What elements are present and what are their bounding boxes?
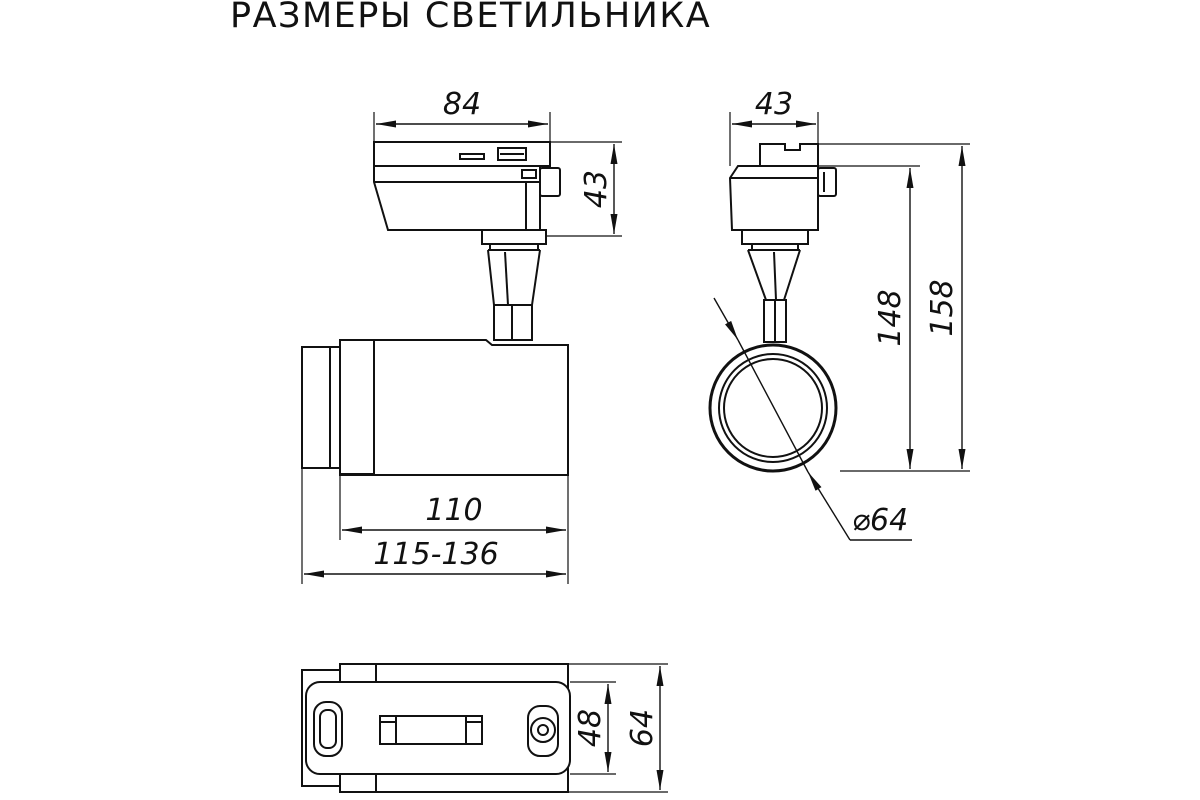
side-knob	[817, 167, 837, 197]
right-slot	[527, 705, 559, 757]
lamp-lens-circle	[723, 358, 823, 458]
adapter-slot-right	[497, 147, 527, 161]
adapter-housing	[373, 166, 541, 231]
dim-158-label: 158	[925, 279, 960, 336]
dim-48-label: 48	[573, 709, 608, 747]
dim-115-136-label: 115-136	[373, 537, 498, 572]
left-slot	[313, 701, 343, 757]
adapter-base-plate	[305, 681, 571, 775]
diameter-leader-bottom	[807, 471, 851, 541]
adapter-top-block	[373, 141, 551, 167]
right-knob	[530, 717, 556, 743]
diameter-leader-top	[713, 297, 739, 341]
adapter-knob	[539, 167, 561, 197]
dim-84-label: 84	[443, 87, 481, 122]
dim-148-label: 148	[873, 289, 908, 346]
dim-diameter-label: ⌀64	[852, 503, 908, 538]
bottom-view: 48 64	[301, 663, 668, 793]
front-view: 84 43 110 115-136	[301, 87, 622, 584]
side-adapter-housing	[728, 165, 819, 231]
arm-taper	[487, 249, 541, 306]
side-top-tab	[759, 143, 819, 167]
dim-110-label: 110	[425, 493, 482, 528]
side-view: 43 148 158 ⌀64	[708, 87, 970, 541]
adapter-slot-left	[459, 153, 485, 160]
dim-64-label: 64	[625, 709, 660, 747]
neck-plate	[481, 229, 547, 245]
drawing-title: РАЗМЕРЫ СВЕТИЛЬНИКА	[230, 0, 712, 36]
lamp-inner-circle	[718, 353, 828, 463]
side-neck	[741, 229, 809, 245]
front-bezel	[301, 346, 341, 469]
lamp-outer-circle	[708, 343, 838, 473]
dim-43-side-label: 43	[755, 87, 793, 122]
dim-43-front-label: 43	[579, 170, 614, 208]
